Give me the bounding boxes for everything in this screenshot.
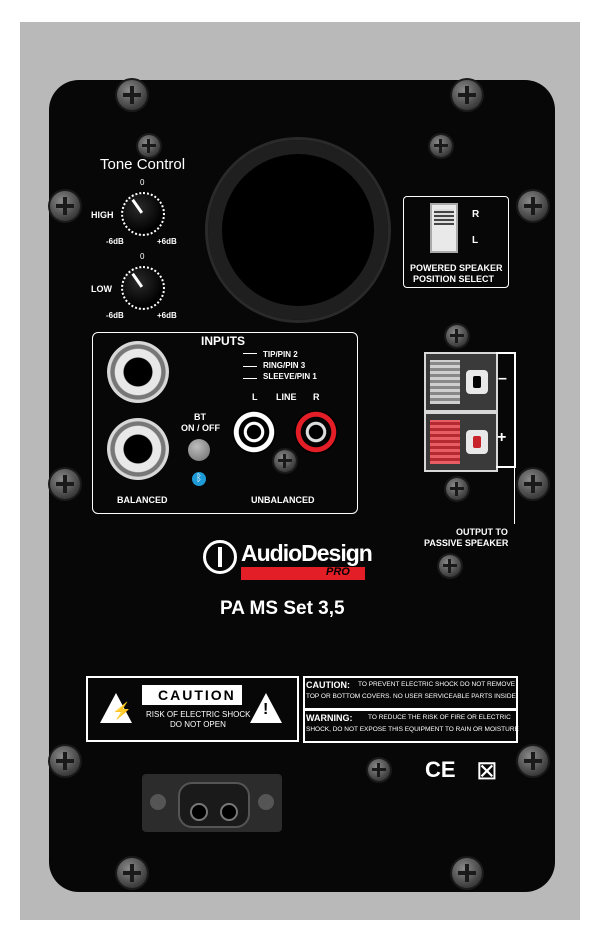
warning-text-box [303,709,518,743]
position-select-switch[interactable] [430,203,458,253]
screw-icon [518,191,548,221]
output-leader-line [514,408,515,524]
screw-icon [117,80,147,110]
screw-icon [430,135,452,157]
terminal-bracket [496,352,516,468]
screw-icon [50,746,80,776]
screw-icon [368,759,390,781]
exclamation-warning-icon: ! [250,693,282,723]
bluetooth-icon: ᛒ [192,472,206,486]
high-min-label: -6dB [106,237,124,246]
brand-logo-sub: PRO [326,566,350,578]
brand-logo-text: AudioDesign [241,540,373,566]
model-name: PA MS Set 3,5 [220,598,345,619]
screw-icon [274,450,296,472]
screw-icon [439,555,461,577]
ce-mark-icon: CE [425,757,456,782]
rca-right-jack[interactable] [294,410,338,454]
low-max-label: +6dB [157,311,177,320]
brand-logo-bar [241,567,365,580]
output-terminal-minus[interactable] [424,352,498,412]
output-caption: OUTPUT TO [456,527,508,537]
low-min-label: -6dB [106,311,124,320]
caution-sub-1: RISK OF ELECTRIC SHOCK [146,710,251,719]
balanced-jack-lower[interactable] [107,418,169,480]
bt-label: BT [194,412,206,422]
low-tone-knob[interactable] [121,266,165,310]
screw-icon [50,191,80,221]
screw-icon [452,858,482,888]
high-max-label: +6dB [157,237,177,246]
output-plus-label: + [497,429,507,446]
caution-text-label: CAUTION: [306,680,350,690]
screw-icon [446,325,468,347]
tone-control-title: Tone Control [100,156,186,173]
tip-symbol-icon [243,353,257,354]
bass-port [208,140,388,320]
screw-icon [138,135,160,157]
rca-left-jack[interactable] [232,410,276,454]
weee-bin-icon: ⊠ [476,755,498,785]
inputs-title: INPUTS [201,334,246,348]
position-r-label: R [472,209,480,220]
caution-sub-2: DO NOT OPEN [170,720,226,729]
brand-logo [203,540,237,574]
power-inlet[interactable] [142,774,282,832]
caution-title: CAUTION [158,687,236,703]
inputs-panel [92,332,358,514]
low-label: LOW [91,284,112,294]
high-label: HIGH [91,210,114,220]
output-terminal-plus[interactable] [424,412,498,472]
pin-legend-sleeve: SLEEVE/PIN 1 [263,372,317,381]
unbalanced-label: UNBALANCED [251,495,315,505]
line-r-label: R [313,392,320,402]
balanced-label: BALANCED [117,495,168,505]
screw-icon [518,469,548,499]
bt-button[interactable] [188,439,210,461]
screw-icon [518,746,548,776]
line-label: LINE [276,392,297,402]
pin-legend-ring: RING/PIN 3 [263,361,306,370]
ring-symbol-icon [243,366,257,367]
balanced-jack-upper[interactable] [107,341,169,403]
high-tone-knob[interactable] [121,192,165,236]
ground-symbol-icon [243,378,257,379]
low-zero-label: 0 [140,252,145,261]
position-select-caption-2: POSITION SELECT [413,274,495,284]
screw-icon [117,858,147,888]
lightning-warning-icon: ⚡ [100,693,132,723]
output-minus-label: – [498,370,507,387]
screw-icon [446,478,468,500]
caution-text-2: TOP OR BOTTOM COVERS. NO USER SERVICEABL… [306,693,516,700]
warning-text-2: SHOCK, DO NOT EXPOSE THIS EQUIPMENT TO R… [306,726,519,733]
caution-label-box [86,676,299,742]
warning-text-label: WARNING: [306,713,353,723]
output-caption-2: PASSIVE SPEAKER [424,538,509,548]
position-select-box [403,196,509,288]
line-l-label: L [252,392,258,402]
screw-icon [452,80,482,110]
position-l-label: L [472,235,479,246]
warning-text-1: TO REDUCE THE RISK OF FIRE OR ELECTRIC [368,714,511,721]
bt-onoff-label: ON / OFF [181,423,220,433]
screw-icon [50,469,80,499]
caution-text-1: TO PREVENT ELECTRIC SHOCK DO NOT REMOVE [358,681,516,688]
position-select-caption: POWERED SPEAKER [410,263,503,273]
caution-title-bg [142,685,242,705]
high-zero-label: 0 [140,178,145,187]
pin-legend-tip: TIP/PIN 2 [263,350,298,359]
